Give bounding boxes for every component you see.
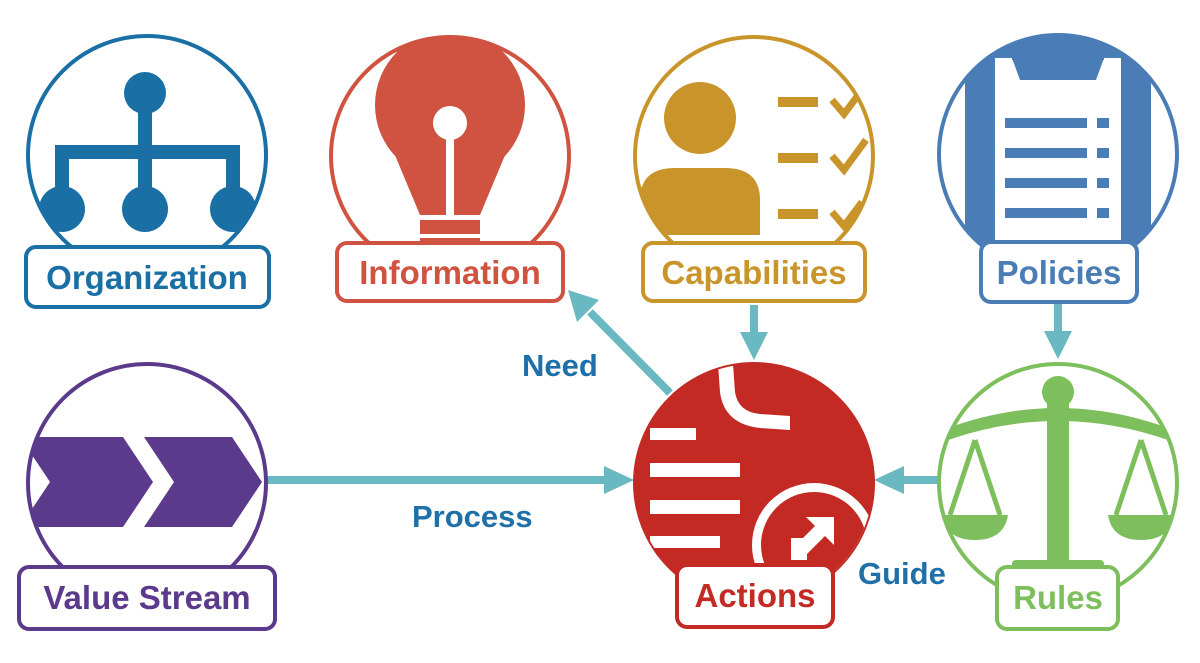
information-label-box [335,241,565,303]
node-value-stream: Value Stream [17,362,277,631]
rules-label: Rules [1013,579,1103,616]
node-policies: Policies [937,33,1179,304]
process-arrow [265,466,634,494]
chevrons-icon [28,437,262,527]
policies-label-box [979,240,1139,304]
policies-rules-arrow [1044,303,1072,359]
value-stream-label: Value Stream [43,579,250,616]
node-actions: Actions [633,362,875,629]
capabilities-label: Capabilities [661,254,846,291]
node-capabilities: Capabilities [633,35,875,303]
policies-label: Policies [997,254,1122,291]
organization-label: Organization [46,259,248,296]
connectors [265,290,1072,494]
clipboard-icon [965,35,1151,273]
need-label: Need [522,348,598,383]
actions-label: Actions [694,577,815,614]
org-chart-icon [39,72,256,232]
actions-label-box [675,563,835,629]
rules-label-box [995,565,1120,631]
guide-arrow [874,466,940,494]
organization-label-box [24,245,271,309]
capabilities-actions-arrow [740,305,768,360]
node-information: Information [329,35,571,303]
information-label: Information [359,254,540,291]
process-label: Process [412,499,533,534]
need-arrow [568,290,673,396]
guide-label: Guide [858,556,946,591]
capabilities-label-box [641,241,867,303]
node-rules: Rules [937,362,1179,631]
value-stream-label-box [17,565,277,631]
node-organization: Organization [24,34,271,309]
person-checklist-icon [640,82,869,235]
